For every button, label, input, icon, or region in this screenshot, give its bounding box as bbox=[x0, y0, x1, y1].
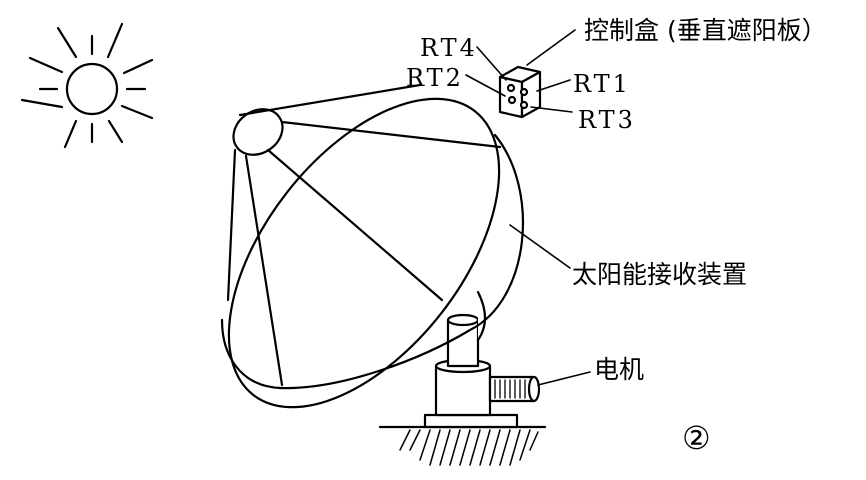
control-box-label: 控制盒 (垂直遮阳板） bbox=[584, 16, 827, 45]
sun-icon bbox=[20, 22, 154, 149]
control-box bbox=[498, 65, 542, 119]
sun-rays bbox=[20, 22, 154, 149]
rt3-label: RT3 bbox=[578, 106, 636, 134]
ground bbox=[378, 425, 547, 466]
rt4-label: RT4 bbox=[420, 34, 478, 62]
dish-rim bbox=[227, 97, 501, 409]
motor-label: 电机 bbox=[594, 355, 645, 384]
rt2-label: RT2 bbox=[406, 64, 464, 92]
receiver-label: 太阳能接收装置 bbox=[572, 260, 748, 289]
rt1-label: RT1 bbox=[573, 70, 631, 98]
sun-disc bbox=[65, 62, 119, 116]
figure-number: ② bbox=[682, 419, 711, 457]
motor bbox=[488, 375, 541, 403]
solar-receiver-dish bbox=[220, 83, 524, 409]
base-pedestal bbox=[423, 290, 519, 429]
leader-lines bbox=[465, 29, 591, 386]
